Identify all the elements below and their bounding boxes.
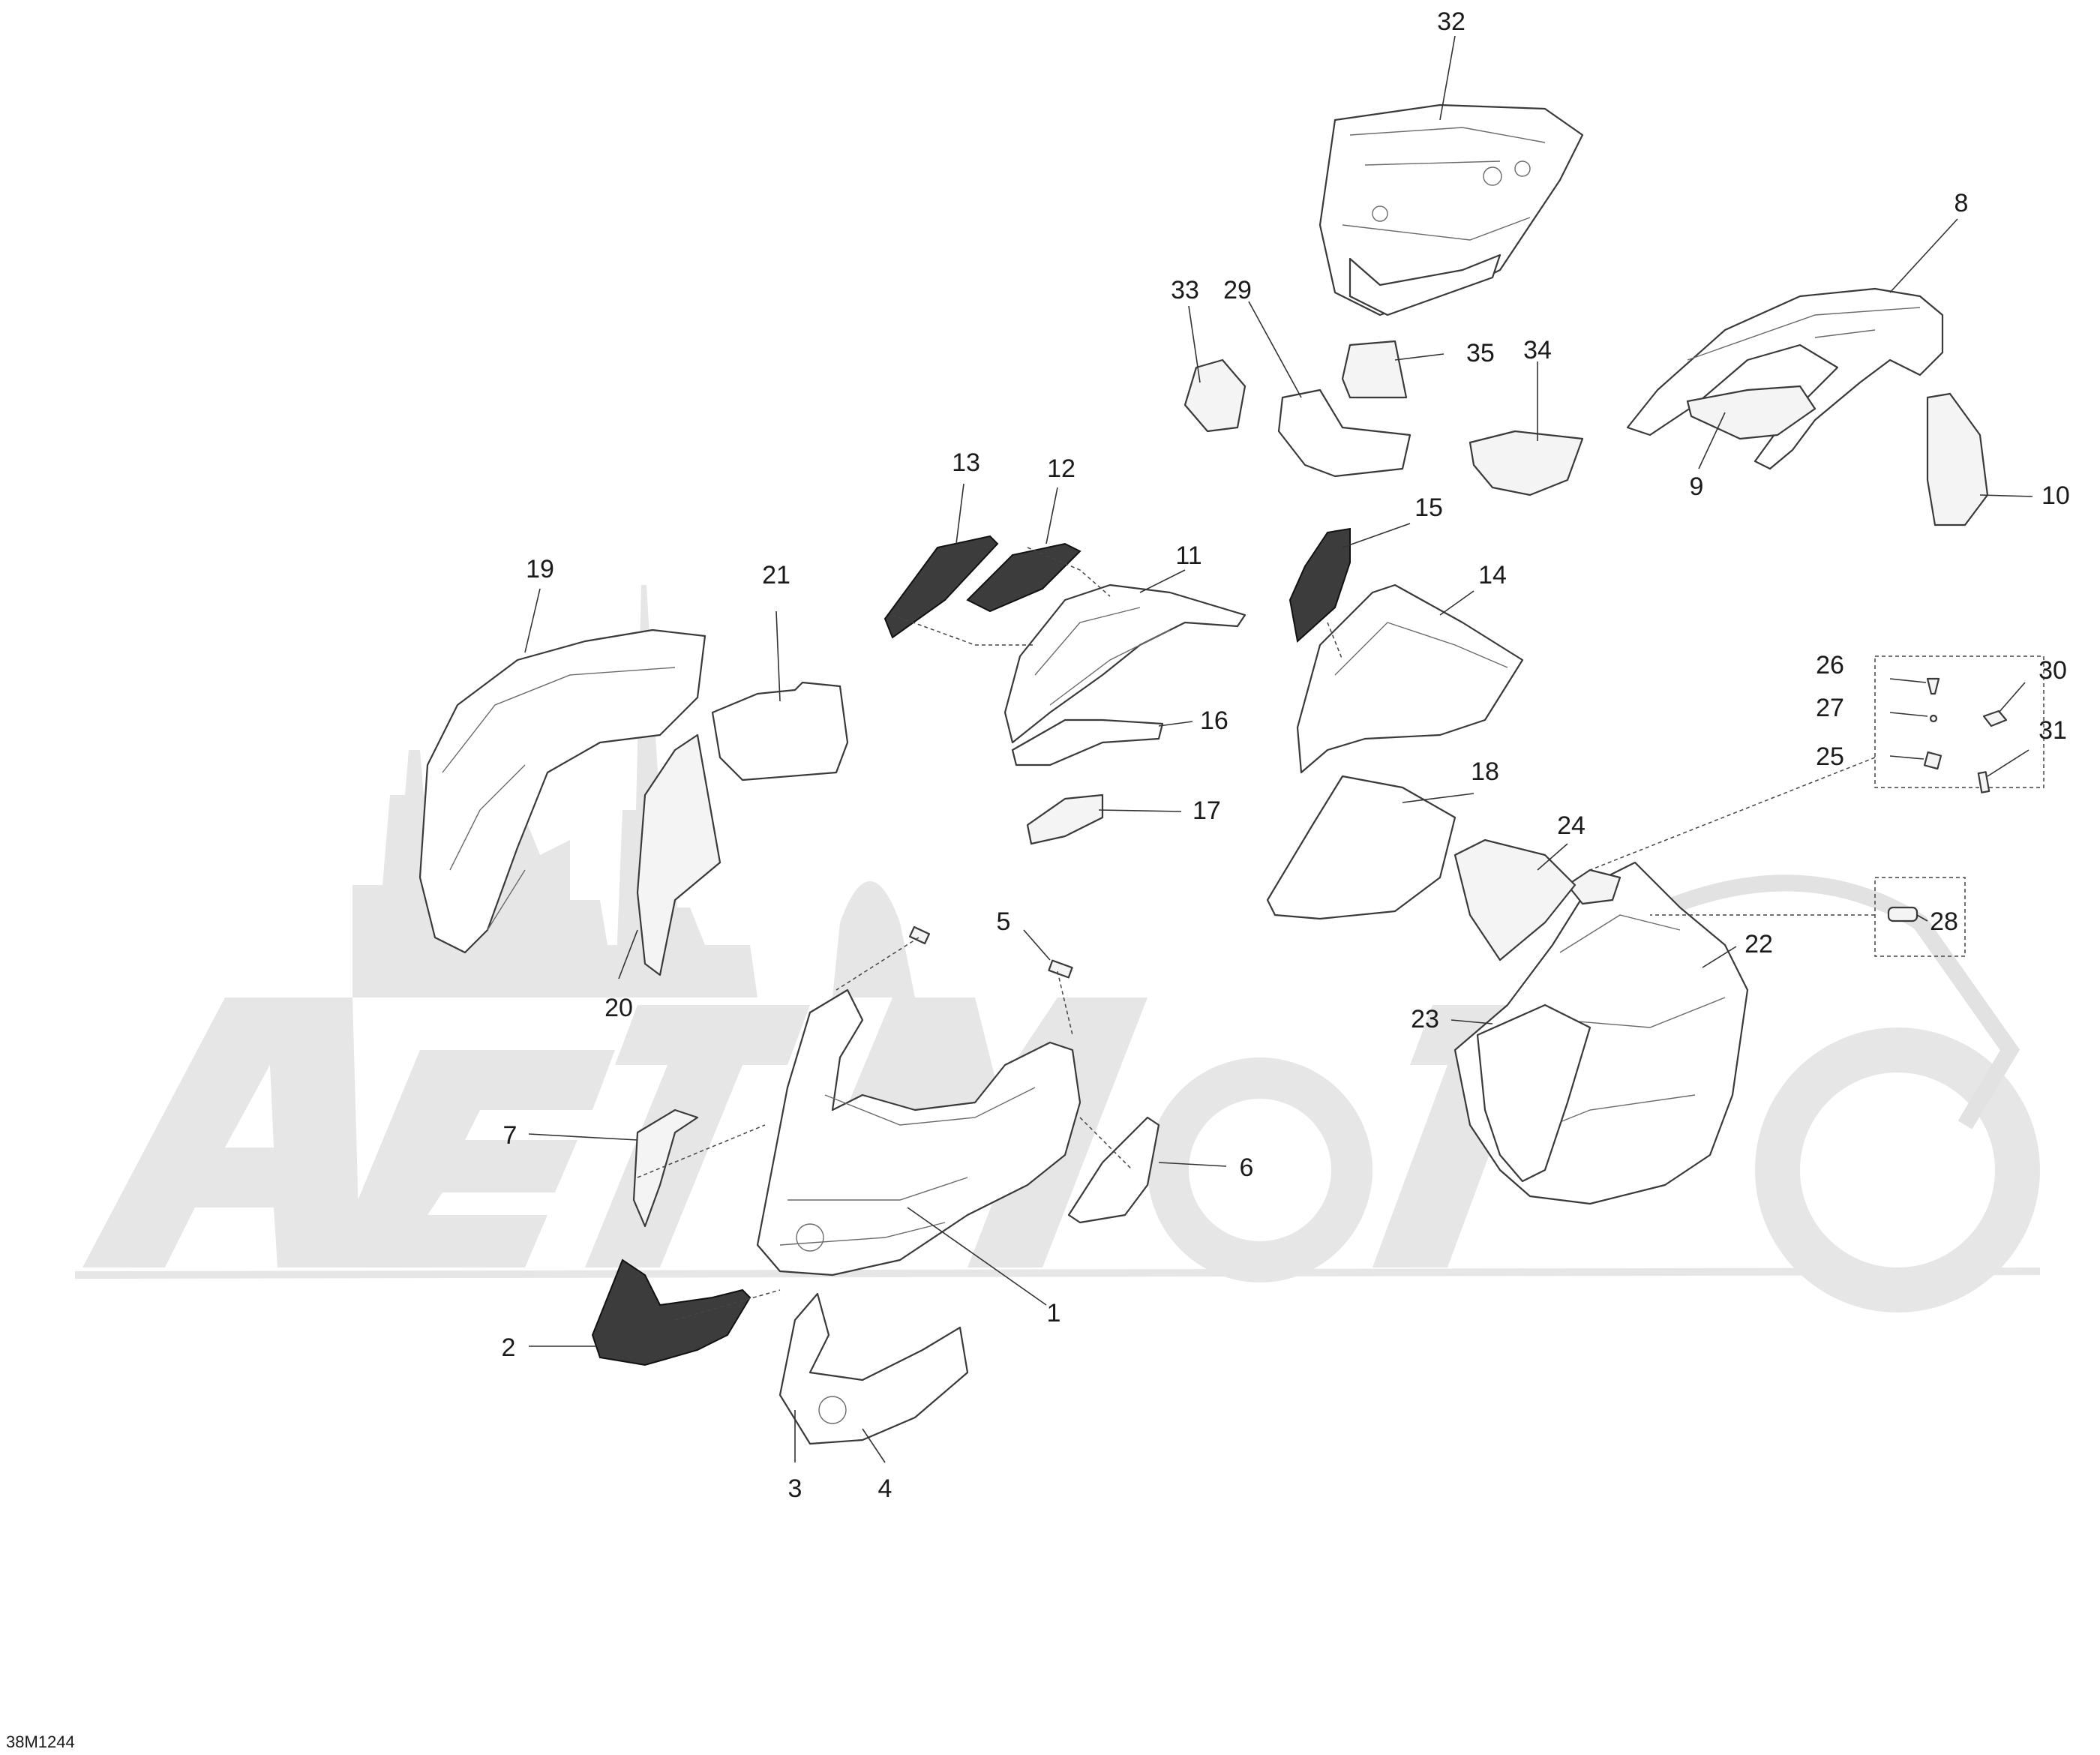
- callout-27: 27: [1816, 694, 1844, 722]
- hardware-kit-box: [1874, 656, 2044, 794]
- callout-24: 24: [1557, 812, 1586, 840]
- part-29: [1277, 388, 1412, 478]
- part-28-box: [1874, 877, 1966, 957]
- callout-1: 1: [1047, 1299, 1061, 1328]
- part-34: [1468, 430, 1584, 496]
- callout-2: 2: [502, 1334, 516, 1362]
- part-15-mesh: [1288, 527, 1351, 643]
- callout-5: 5: [997, 908, 1011, 936]
- part-16: [1011, 718, 1164, 766]
- callout-20: 20: [604, 994, 633, 1022]
- part-20: [636, 734, 722, 976]
- callout-12: 12: [1047, 454, 1076, 483]
- callout-6: 6: [1240, 1154, 1254, 1182]
- callout-14: 14: [1478, 561, 1507, 590]
- callout-numbers: 32 33 29 35 34 8 9 10 13 12 11 15 14 16 …: [502, 8, 2070, 1503]
- part-3-4-lower-nose: [778, 1292, 969, 1445]
- watermark-letter-a: [82, 998, 360, 1268]
- callout-22: 22: [1744, 930, 1773, 958]
- part-12-mesh: [966, 542, 1082, 613]
- callout-30: 30: [2038, 656, 2067, 685]
- callout-23: 23: [1411, 1005, 1439, 1034]
- parts: [418, 104, 2044, 1445]
- callout-28: 28: [1930, 908, 1958, 936]
- callout-7: 7: [503, 1121, 518, 1150]
- watermark-dome: [832, 881, 915, 998]
- callout-25: 25: [1816, 742, 1844, 771]
- part-5-bolts: [908, 926, 1073, 979]
- callout-13: 13: [952, 448, 980, 477]
- part-18: [1266, 775, 1456, 920]
- callout-17: 17: [1192, 796, 1221, 825]
- callout-18: 18: [1471, 758, 1499, 786]
- part-23: [1476, 1004, 1592, 1183]
- leader-lines: [524, 35, 2033, 1463]
- part-24: [1454, 838, 1576, 962]
- part-32-console: [1318, 104, 1584, 316]
- callout-16: 16: [1200, 706, 1228, 735]
- part-2-grille: [591, 1258, 752, 1366]
- part-1-front-nose: [756, 988, 1082, 1276]
- part-13-mesh: [884, 535, 999, 639]
- callout-10: 10: [2042, 482, 2070, 510]
- callout-34: 34: [1523, 336, 1552, 364]
- callout-33: 33: [1171, 276, 1199, 304]
- callout-26: 26: [1816, 651, 1844, 680]
- callout-29: 29: [1223, 276, 1252, 304]
- callout-32: 32: [1437, 8, 1466, 36]
- callout-21: 21: [762, 561, 790, 590]
- drawing-code: 38M1244: [6, 1732, 75, 1751]
- callout-8: 8: [1954, 189, 1969, 218]
- watermark-letter-e: [330, 1050, 615, 1268]
- part-21: [711, 681, 849, 782]
- callout-3: 3: [788, 1474, 802, 1503]
- part-35: [1341, 340, 1408, 399]
- callout-31: 31: [2038, 716, 2067, 745]
- callout-11: 11: [1175, 542, 1202, 570]
- callout-19: 19: [526, 555, 554, 584]
- part-17: [1026, 794, 1104, 845]
- alignment-lines: [637, 547, 1876, 1321]
- part-19-left-panel: [418, 628, 706, 954]
- part-33: [1184, 358, 1246, 433]
- part-8-rear-frame: [1626, 287, 1944, 470]
- part-6: [1067, 1116, 1160, 1224]
- part-7: [632, 1108, 699, 1228]
- part-10: [1926, 392, 1989, 526]
- part-11-upper-hood: [1004, 584, 1246, 744]
- callout-4: 4: [878, 1474, 892, 1503]
- part-14-side-panel: [1296, 584, 1524, 774]
- callout-35: 35: [1466, 339, 1495, 368]
- callout-15: 15: [1414, 494, 1443, 522]
- watermark-underline: [75, 1268, 2040, 1279]
- callout-9: 9: [1690, 472, 1704, 501]
- watermark: [75, 585, 2040, 1312]
